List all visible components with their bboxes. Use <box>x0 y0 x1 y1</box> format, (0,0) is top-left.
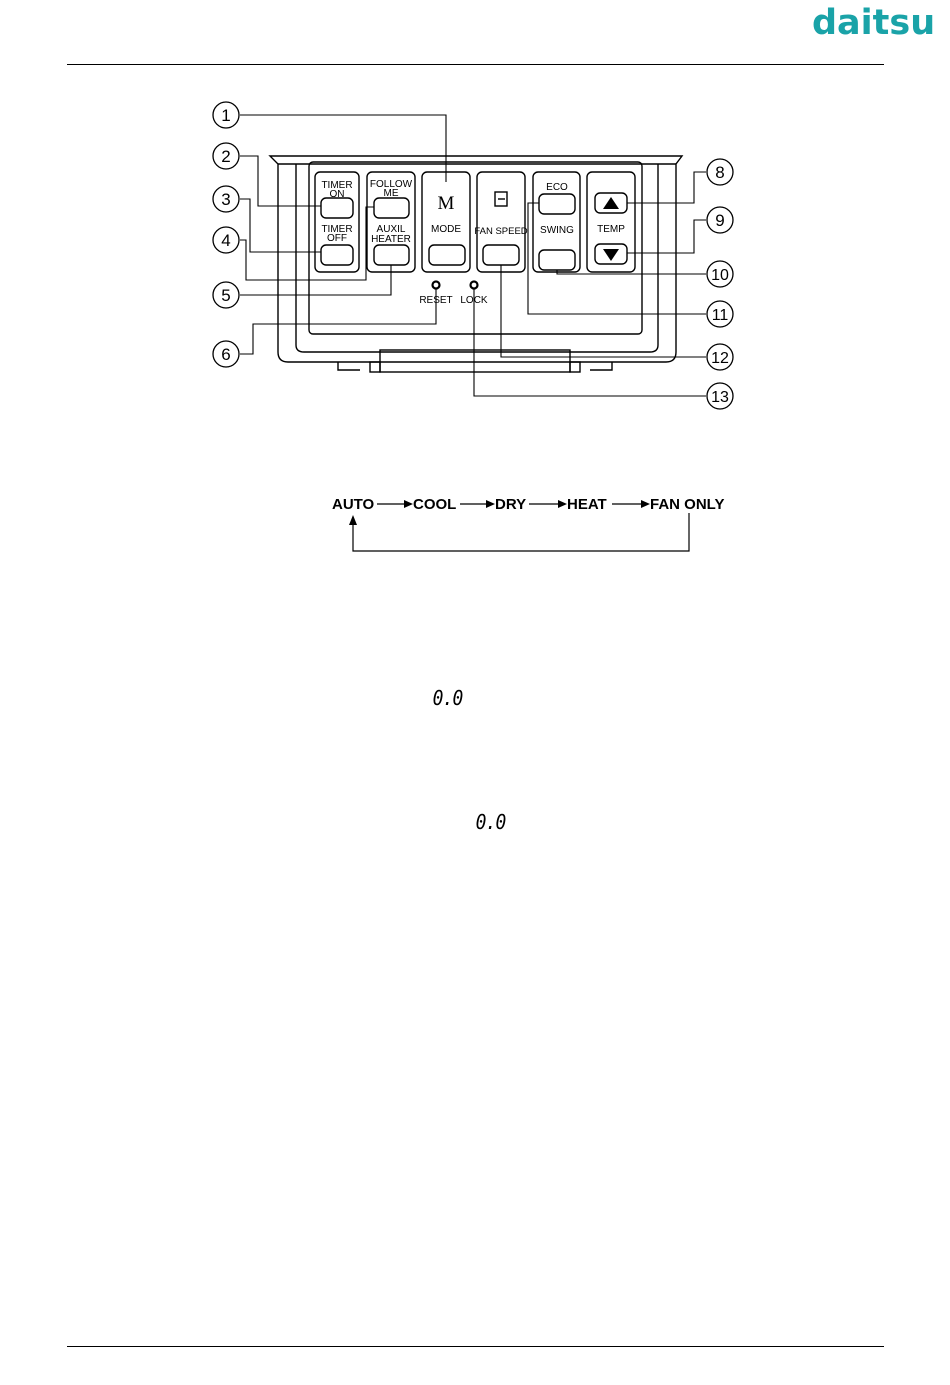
mode-cool: COOL <box>413 496 456 513</box>
mode-dry: DRY <box>495 496 526 513</box>
mode-heat: HEAT <box>567 496 607 513</box>
callout-11: 11 <box>712 307 729 324</box>
timer-off-label-2: OFF <box>327 233 347 244</box>
callout-9: 9 <box>715 211 724 230</box>
callout-10: 10 <box>711 267 729 284</box>
temp-label: TEMP <box>597 224 625 235</box>
callout-1: 1 <box>221 106 230 125</box>
segment-display-1: 0.0 <box>433 686 463 710</box>
swing-label: SWING <box>540 225 574 236</box>
mode-fan-only: FAN ONLY <box>650 496 724 513</box>
mode-auto: AUTO <box>332 496 375 513</box>
callout-13: 13 <box>711 389 729 406</box>
callout-3: 3 <box>221 190 230 209</box>
callout-12: 12 <box>711 350 729 367</box>
timer-on-label-2: ON <box>330 189 345 200</box>
mode-symbol: M <box>438 193 455 214</box>
callout-8: 8 <box>715 163 724 182</box>
eco-label: ECO <box>546 182 568 193</box>
mode-label: MODE <box>431 224 461 235</box>
callout-5: 5 <box>221 286 230 305</box>
follow-me-label-2: ME <box>384 188 399 199</box>
auxil-heater-label-2: HEATER <box>371 234 411 245</box>
callout-2: 2 <box>221 147 230 166</box>
fan-speed-label: FAN SPEED <box>474 226 527 237</box>
segment-display-2: 0.0 <box>476 810 506 834</box>
callout-4: 4 <box>221 231 230 250</box>
callout-6: 6 <box>221 345 230 364</box>
